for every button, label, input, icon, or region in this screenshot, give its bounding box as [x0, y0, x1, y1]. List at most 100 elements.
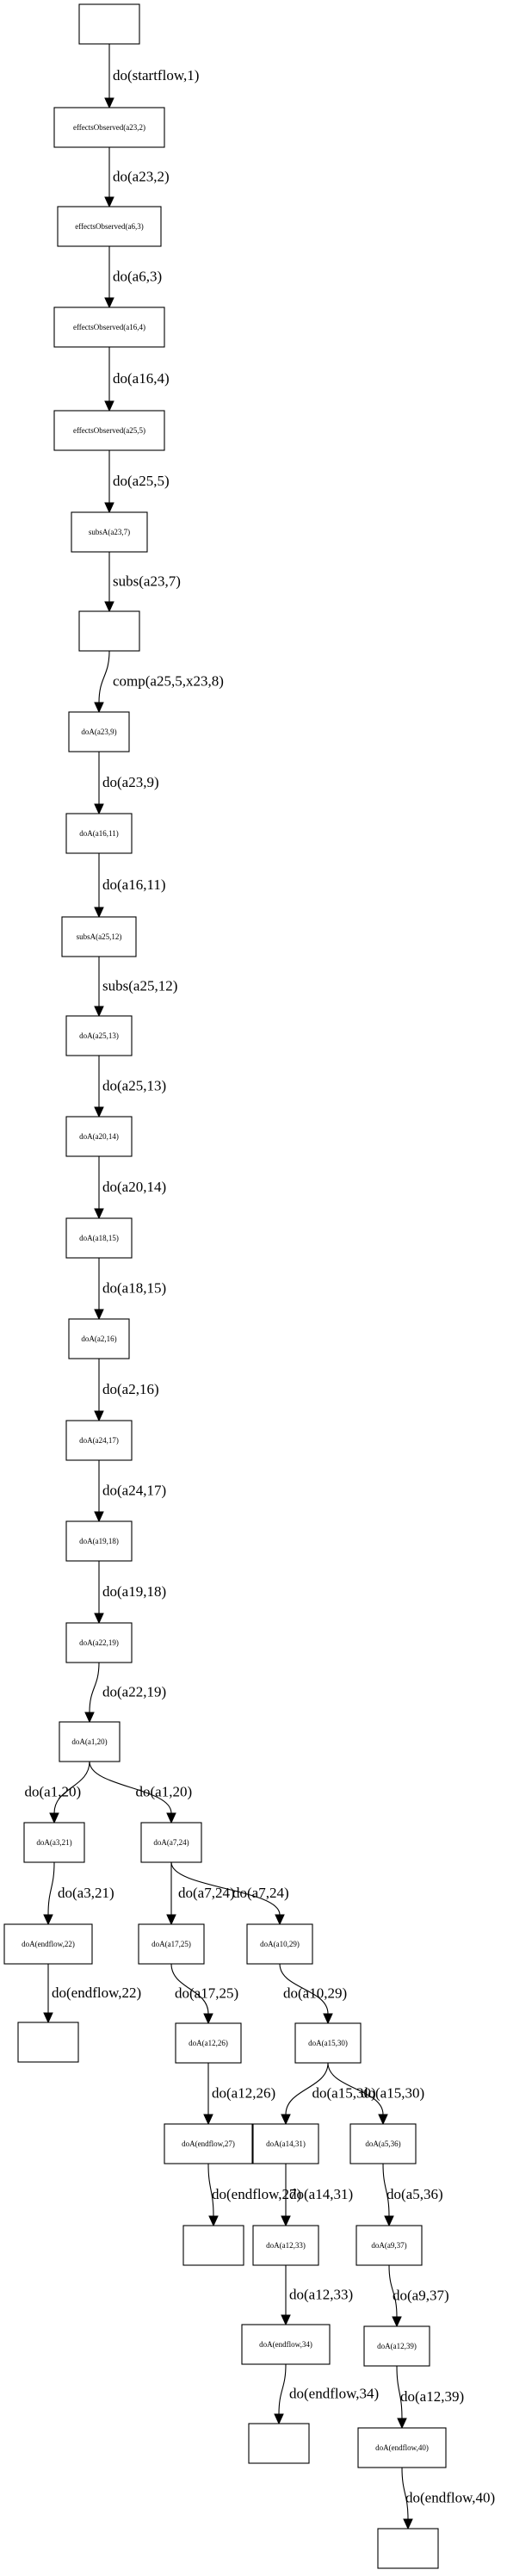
edge-label: do(a3,21) — [58, 1885, 114, 1901]
edge-label: do(a15,30) — [361, 2085, 424, 2102]
node-n5: subsA(a23,7) — [71, 511, 148, 553]
edge-label: subs(a25,12) — [102, 978, 177, 994]
node-n35: doA(endflow,40) — [357, 2427, 447, 2468]
edge-label: do(a16,4) — [113, 370, 170, 387]
edge-line — [98, 650, 110, 703]
node-n32: doA(endflow,34) — [241, 2324, 331, 2365]
node-label: doA(a14,31) — [266, 2139, 306, 2148]
arrowhead-icon — [94, 1613, 104, 1625]
arrowhead-icon — [104, 502, 114, 514]
edge-n11-n12: do(a20,14) — [94, 1156, 166, 1220]
node-n20: doA(endflow,22) — [3, 1923, 93, 1965]
edge-line — [285, 2062, 329, 2115]
node-box — [59, 1721, 121, 1762]
node-label: subsA(a25,12) — [77, 932, 122, 941]
edge-label: do(a23,2) — [113, 169, 170, 185]
edge-n25-n27: do(a15,30) — [281, 2062, 376, 2126]
edge-n14-n15: do(a24,17) — [94, 1460, 166, 1523]
node-box — [164, 2123, 253, 2164]
node-n6 — [78, 610, 140, 652]
edge-label: do(endflow,22) — [52, 1985, 141, 2001]
arrowhead-icon — [84, 1712, 95, 1724]
node-n4: effectsObserved(a25,5) — [53, 410, 165, 451]
node-label: doA(a2,16) — [81, 1334, 116, 1343]
edge-n24-n26: do(a12,26) — [203, 2063, 275, 2126]
node-n28: doA(a5,36) — [349, 2123, 417, 2164]
node-box — [294, 2022, 362, 2064]
node-box — [68, 1318, 130, 1359]
arrowhead-icon — [208, 2215, 219, 2227]
node-label: doA(endflow,34) — [259, 2340, 312, 2349]
node-box — [53, 307, 165, 348]
edge-line — [170, 1861, 281, 1916]
edge-line — [396, 2365, 403, 2419]
edge-line — [278, 2363, 287, 2415]
edges-layer: do(startflow,1) do(a23,2) do(a6,3) do(a16,4… — [25, 44, 495, 2530]
node-box — [65, 1420, 133, 1461]
edge-n31-n33: do(a9,37) — [388, 2264, 449, 2328]
edge-n21-n24: do(a17,25) — [170, 1963, 238, 2025]
edge-label: do(a12,33) — [289, 2287, 353, 2303]
node-box — [246, 1923, 313, 1965]
edge-label: comp(a25,5,x23,8) — [113, 673, 224, 690]
edge-line — [170, 1963, 209, 2015]
node-n26: doA(endflow,27) — [164, 2123, 253, 2164]
node-box — [356, 2225, 423, 2266]
edge-label: do(a7,24) — [178, 1885, 235, 1901]
edge-n0-n1: do(startflow,1) — [104, 44, 199, 109]
node-label: doA(endflow,40) — [375, 2443, 429, 2452]
edge-n26-n29: do(endflow,27) — [207, 2163, 301, 2227]
node-n3: effectsObserved(a16,4) — [53, 307, 165, 348]
node-box — [3, 1923, 93, 1965]
node-box — [68, 711, 130, 752]
node-n27: doA(a14,31) — [252, 2123, 319, 2164]
node-box — [377, 2528, 439, 2569]
arrowhead-icon — [281, 2114, 291, 2126]
edge-n22-n25: do(a10,29) — [279, 1963, 347, 2025]
node-box — [175, 2022, 242, 2064]
node-box — [252, 2123, 319, 2164]
edge-label: do(a1,20) — [25, 1784, 82, 1800]
arrowhead-icon — [94, 1309, 104, 1321]
node-box — [357, 2427, 447, 2468]
arrowhead-icon — [94, 803, 104, 815]
node-n24: doA(a12,26) — [175, 2022, 242, 2064]
edge-n19-n21: do(a7,24) — [166, 1862, 235, 1926]
arrowhead-icon — [104, 601, 114, 613]
node-label: effectsObserved(a6,3) — [75, 222, 144, 231]
arrowhead-icon — [275, 1914, 285, 1926]
node-n1: effectsObserved(a23,2) — [53, 107, 165, 148]
arrowhead-icon — [281, 2215, 291, 2227]
edge-label: do(a20,14) — [102, 1179, 166, 1195]
node-n15: doA(a19,18) — [65, 1520, 133, 1562]
node-box — [241, 2324, 331, 2365]
edge-label: do(a2,16) — [102, 1381, 159, 1397]
arrowhead-icon — [43, 1914, 53, 1926]
edge-line — [89, 1662, 100, 1713]
node-n29 — [182, 2225, 244, 2266]
node-label: doA(a18,15) — [79, 1234, 119, 1242]
node-label: doA(a12,39) — [377, 2342, 417, 2350]
node-n18: doA(a3,21) — [23, 1822, 85, 1863]
node-box — [349, 2123, 417, 2164]
node-box — [61, 916, 137, 957]
node-box — [65, 1520, 133, 1562]
edge-n17-n19: do(a1,20) — [89, 1761, 193, 1824]
arrowhead-icon — [203, 2114, 213, 2126]
node-box — [140, 1822, 202, 1863]
arrowhead-icon — [104, 196, 114, 208]
node-box — [53, 107, 165, 148]
edge-n33-n35: do(a12,39) — [396, 2365, 464, 2430]
arrowhead-icon — [43, 2012, 53, 2024]
node-label: doA(a5,36) — [365, 2139, 400, 2148]
edge-label: do(a1,20) — [136, 1784, 193, 1800]
node-n16: doA(a22,19) — [65, 1622, 133, 1663]
arrowhead-icon — [104, 97, 114, 109]
arrowhead-icon — [104, 400, 114, 412]
edge-label: do(a6,3) — [113, 269, 162, 285]
edge-n10-n11: do(a25,13) — [94, 1056, 166, 1118]
node-box — [57, 206, 162, 247]
edge-label: do(a12,39) — [400, 2388, 464, 2405]
node-label: doA(endflow,22) — [22, 1940, 75, 1948]
arrowhead-icon — [403, 2518, 413, 2530]
